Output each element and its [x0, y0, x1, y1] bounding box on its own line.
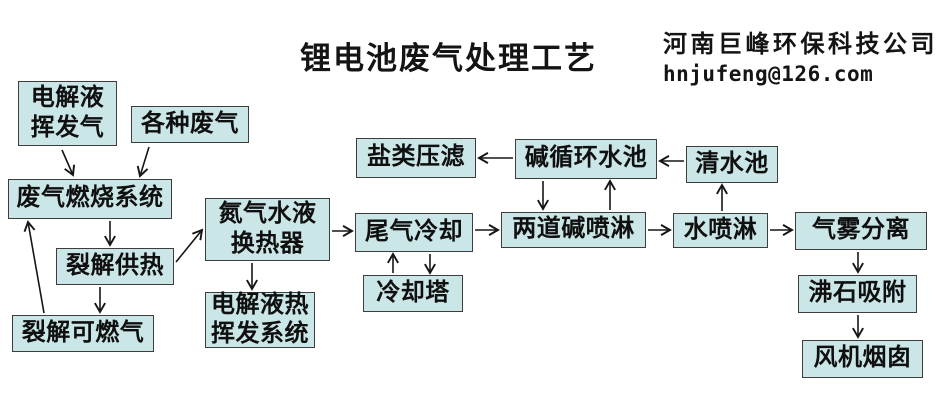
flow-node-alkali-circulating-pool: 碱循环水池 [515, 139, 657, 179]
flow-node-label: 挥发气 [30, 114, 105, 141]
flow-node-gas-mist-separation: 气雾分离 [795, 212, 927, 250]
flow-node-label: 碱循环水池 [524, 145, 648, 172]
flow-node-label: 盐类压滤 [367, 144, 465, 171]
flow-node-clean-water-pool: 清水池 [686, 146, 778, 183]
flow-node-zeolite-adsorption: 沸石吸附 [798, 275, 917, 313]
flow-node-nitrogen-water-heat-exchanger: 氮气水液换热器 [205, 198, 330, 261]
page-title: 锂电池废气处理工艺 [300, 41, 597, 76]
flow-node-label: 沸石吸附 [808, 280, 907, 307]
flow-node-label: 尾气冷却 [365, 218, 463, 245]
flow-node-label: 裂解供热 [66, 252, 164, 279]
flow-node-label: 电解液热 [211, 291, 309, 318]
flow-node-label: 清水池 [695, 150, 769, 177]
flow-node-label: 各种废气 [141, 110, 239, 137]
flow-node-pyrolysis-combustible-gas: 裂解可燃气 [12, 315, 154, 352]
flow-node-label: 水喷淋 [683, 216, 758, 243]
flow-node-label: 废气燃烧系统 [16, 185, 164, 212]
flow-node-salt-press-filtration: 盐类压滤 [356, 138, 476, 178]
flow-arrow-pyrolysis-heat-supply-to-nitrogen-water-heat-exchanger [175, 228, 204, 263]
flow-node-electrolyte-volatile-gas: 电解液挥发气 [18, 81, 117, 146]
flow-node-label: 风机烟囱 [813, 345, 912, 372]
flow-node-cooling-tower: 冷却塔 [363, 275, 463, 312]
flow-arrow-various-waste-gas-to-waste-gas-combustion-system [136, 146, 150, 178]
flow-node-label: 电解液 [30, 85, 105, 112]
flow-arrow-electrolyte-volatile-gas-to-waste-gas-combustion-system [61, 149, 76, 177]
flow-node-various-waste-gas: 各种废气 [131, 106, 249, 143]
flow-node-pyrolysis-heat-supply: 裂解供热 [56, 248, 174, 285]
flow-node-label: 冷却塔 [376, 279, 450, 306]
flow-node-two-stage-alkali-spray: 两道碱喷淋 [501, 212, 646, 248]
flow-node-label: 氮气水液 [218, 201, 317, 228]
company-name: 河南巨峰环保科技公司 [663, 31, 938, 58]
flow-node-label: 气雾分离 [812, 217, 910, 244]
flow-node-label: 挥发系统 [211, 321, 309, 347]
flow-node-label: 两道碱喷淋 [512, 216, 635, 243]
flow-node-water-spray: 水喷淋 [673, 213, 768, 248]
company-block: 河南巨峰环保科技公司 hnjufeng@126.com [663, 24, 949, 86]
flow-node-waste-gas-combustion-system: 废气燃烧系统 [8, 179, 172, 219]
flow-node-fan-chimney: 风机烟囱 [802, 340, 923, 378]
flow-node-label: 换热器 [230, 230, 305, 257]
flow-node-tail-gas-cooling: 尾气冷却 [355, 213, 473, 252]
flow-node-electrolyte-heat-volatilization: 电解液热挥发系统 [205, 292, 315, 348]
company-email: hnjufeng@126.com [663, 62, 874, 86]
flow-node-label: 裂解可燃气 [21, 319, 145, 346]
flow-arrow-pyrolysis-combustible-gas-to-waste-gas-combustion-system [23, 220, 45, 314]
